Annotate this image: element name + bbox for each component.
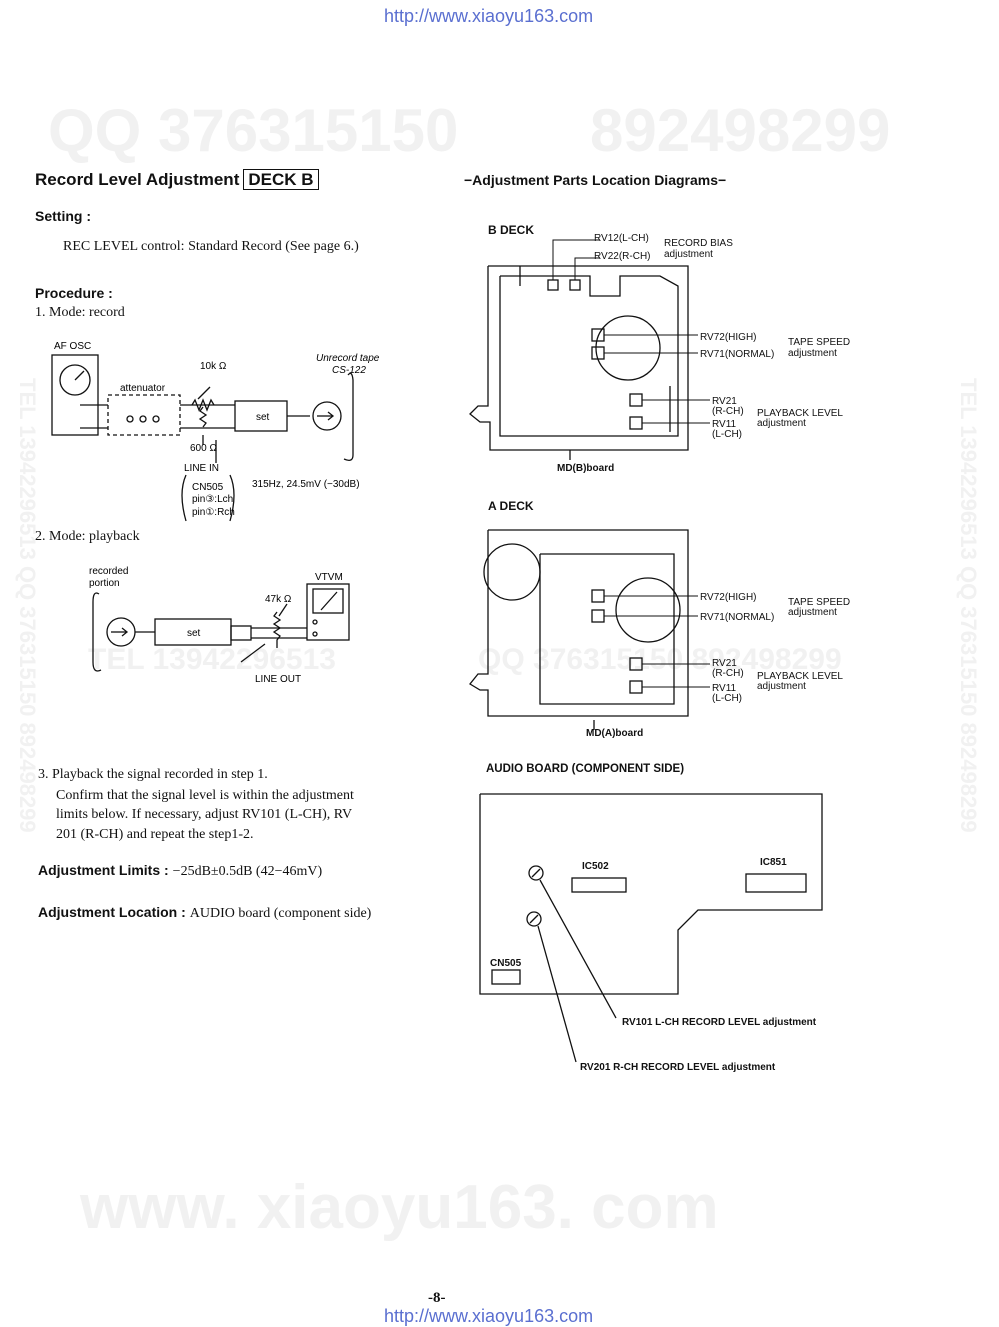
b-rv11-label: RV11 (712, 419, 737, 430)
rv101-note-text: RV101 L-CH RECORD LEVEL adjustment (622, 1017, 817, 1028)
section-title-text: Record Level Adjustment (35, 170, 240, 189)
vtvm-label: VTVM (315, 572, 343, 583)
b-board-label: MD(B)board (557, 463, 614, 474)
step-2: 2. Mode: playback (35, 529, 140, 544)
pin1-label: pin①:Rch (192, 507, 235, 518)
rv101-note: RV101 L-CH RECORD LEVEL adjustment (622, 1017, 816, 1028)
b-rv12-label: RV12(L-CH) (594, 233, 649, 244)
cn505-board-text: CN505 (490, 958, 522, 969)
playback-mode-diagram: recorded portion VTVM 47k Ω set LINE OUT (89, 566, 350, 685)
location-value: AUDIO board (component side) (189, 906, 372, 921)
header-url-link[interactable]: http://www.xiaoyu163.com (384, 6, 594, 26)
unrecord-tape-label: Unrecord tape (316, 353, 380, 364)
line-out-label: LINE OUT (255, 674, 301, 685)
b-rv21-label: RV21 (712, 396, 737, 407)
cn505-board-label: CN505 (490, 958, 521, 969)
page-number: -8- (428, 1290, 446, 1306)
b-board-text: MD(B)board (557, 463, 615, 474)
record-mode-diagram: AF OSC attenuator 10k Ω 600 Ω set Unreco… (51, 341, 380, 522)
location-label: Adjustment Location : (38, 904, 186, 920)
watermark-left-vertical: TEL 13942296513 QQ 376315150 892498299 (15, 378, 40, 833)
b-record-bias-adj-label: adjustment (664, 249, 713, 260)
a-rv21-label: RV21 (712, 658, 737, 669)
footer-url-link[interactable]: http://www.xiaoyu163.com (384, 1306, 594, 1326)
a-tape-speed-adj-label: adjustment (788, 607, 837, 618)
attenuator-label: attenuator (120, 383, 166, 394)
b-playback-level-label: PLAYBACK LEVEL (757, 408, 843, 419)
signal-label: 315Hz, 24.5mV (−30dB) (252, 479, 360, 490)
ic502-text: IC502 (582, 861, 609, 872)
b-rv72-label: RV72(HIGH) (700, 332, 757, 343)
a-rv71-label: RV71(NORMAL) (700, 612, 775, 623)
rec-set-label: set (256, 412, 270, 423)
adjustment-limits: Adjustment Limits : −25dB±0.5dB (42−46mV… (38, 862, 322, 880)
watermark-tel-mid: TEL 13942296513 (88, 643, 336, 676)
play-set-label: set (187, 628, 201, 639)
rv201-note: RV201 R-CH RECORD LEVEL adjustment (580, 1062, 775, 1073)
portion-label: portion (89, 578, 120, 589)
rv201-note-text: RV201 R-CH RECORD LEVEL adjustment (580, 1062, 776, 1073)
b-deck-label: B DECK (488, 223, 535, 237)
cs122-label: CS-122 (332, 365, 366, 376)
step-3-line-2: Confirm that the signal level is within … (56, 788, 354, 803)
pin3-label: pin③:Lch (192, 494, 233, 505)
watermark-qq-mid: QQ 376315150 892498299 (478, 643, 842, 676)
a-deck-label: A DECK (488, 499, 534, 513)
a-rv11-label: RV11 (712, 683, 737, 694)
a-rv72-label: RV72(HIGH) (700, 592, 757, 603)
setting-text: REC LEVEL control: Standard Record (See … (63, 239, 359, 254)
limits-value: −25dB±0.5dB (42−46mV) (172, 864, 323, 879)
b-rv11-ch-label: (L-CH) (712, 429, 742, 440)
step-3-line-4: 201 (R-CH) and repeat the step1-2. (56, 827, 254, 842)
diagrams-title: −Adjustment Parts Location Diagrams− (464, 172, 727, 188)
audio-board-label: AUDIO BOARD (COMPONENT SIDE) (486, 763, 685, 775)
step-3-line-3: limits below. If necessary, adjust RV101… (56, 807, 353, 822)
a-playback-level-label: PLAYBACK LEVEL (757, 671, 843, 682)
audio-board-diagram (479, 793, 823, 1063)
a-deck-mechanism (469, 529, 710, 730)
a-tape-speed-label: TAPE SPEED (788, 597, 851, 608)
watermark-right-vertical: TEL 13942296513 QQ 376315150 892498299 (956, 378, 981, 833)
recorded-label: recorded (89, 566, 128, 577)
a-rv21-ch-label: (R-CH) (712, 668, 744, 679)
ic851-label: IC851 (760, 857, 787, 868)
watermark-bottom: www. xiaoyu163. com (80, 1173, 719, 1242)
b-deck-mechanism (469, 239, 710, 460)
adjustment-location: Adjustment Location : AUDIO board (compo… (38, 904, 371, 922)
ic502-label: IC502 (582, 861, 609, 872)
b-rv21-ch-label: (R-CH) (712, 406, 744, 417)
r10k-label: 10k Ω (200, 361, 227, 372)
watermark-qq-left: QQ 376315150 (48, 97, 459, 164)
line-in-label: LINE IN (184, 463, 219, 474)
b-record-bias-label: RECORD BIAS (664, 238, 733, 249)
r47k-label: 47k Ω (265, 594, 292, 605)
procedure-heading: Procedure : (35, 285, 113, 301)
ic851-text: IC851 (760, 857, 787, 868)
a-playback-level-adj-label: adjustment (757, 681, 806, 692)
cn505-label: CN505 (192, 482, 224, 493)
b-playback-level-adj-label: adjustment (757, 418, 806, 429)
r600-label: 600 Ω (190, 443, 217, 454)
step-1: 1. Mode: record (35, 305, 125, 320)
limits-label: Adjustment Limits : (38, 862, 169, 878)
a-rv11-ch-label: (L-CH) (712, 693, 742, 704)
b-tape-speed-label: TAPE SPEED (788, 337, 851, 348)
a-board-label: MD(A)board (586, 728, 643, 739)
step-3-line-1: 3. Playback the signal recorded in step … (38, 767, 268, 782)
b-rv71-label: RV71(NORMAL) (700, 349, 775, 360)
b-rv22-label: RV22(R-CH) (594, 251, 651, 262)
a-board-text: MD(A)board (586, 728, 644, 739)
setting-heading: Setting : (35, 208, 91, 224)
af-osc-label: AF OSC (54, 341, 91, 352)
deck-b-box: DECK B (243, 169, 319, 190)
watermark-qq-right: 892498299 (590, 97, 891, 164)
b-tape-speed-adj-label: adjustment (788, 348, 837, 359)
